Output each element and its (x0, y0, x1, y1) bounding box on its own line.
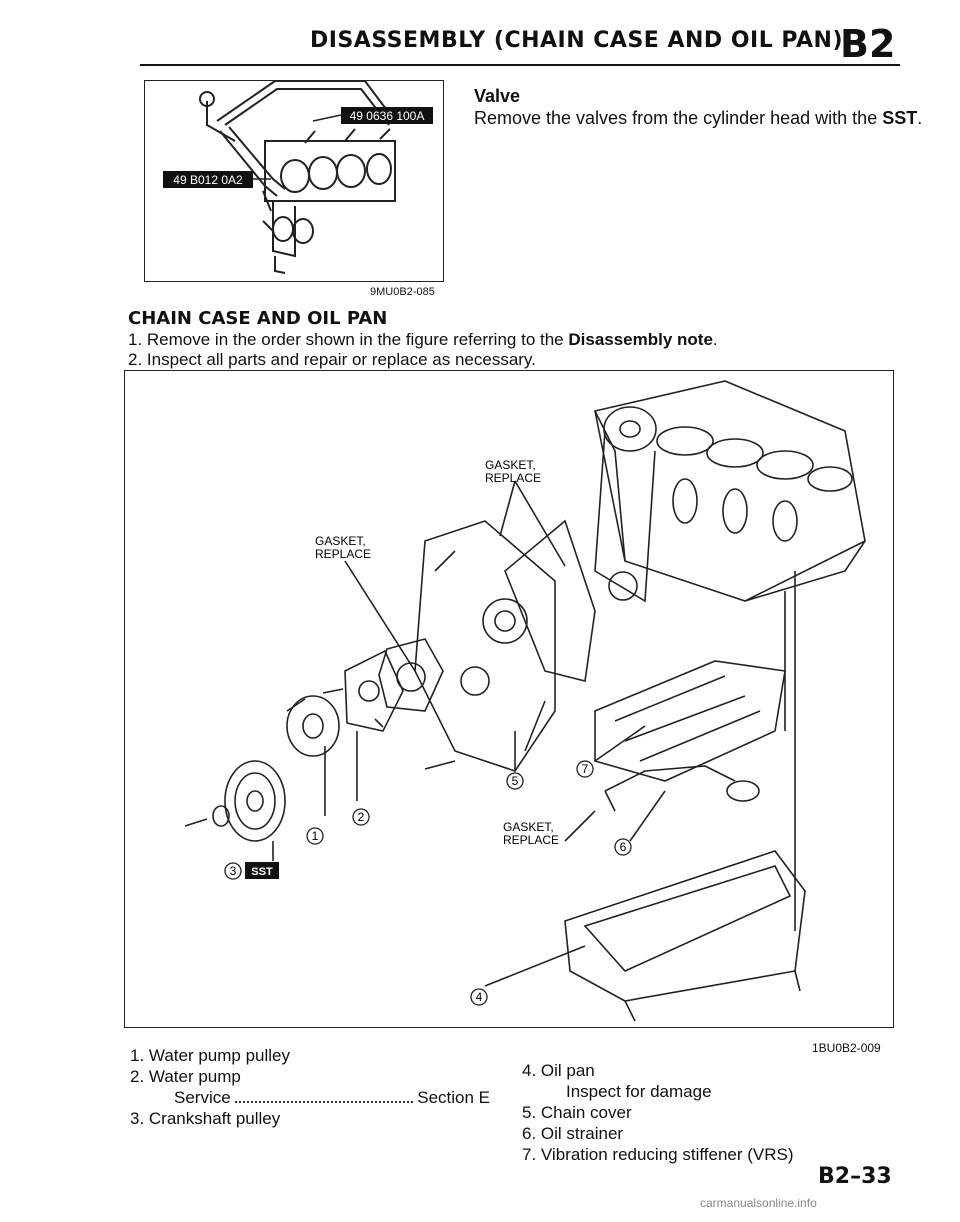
legend-item-1: 1. Water pump pulley (130, 1046, 290, 1065)
step-1: 1. Remove in the order shown in the figu… (128, 330, 718, 350)
legend-item-6: 6. Oil strainer (522, 1124, 624, 1143)
gasket-label-3-line2: REPLACE (503, 833, 559, 847)
legend-left: 1. Water pump pulley 2. Water pump Servi… (130, 1045, 490, 1129)
exploded-view-illustration: GASKET, REPLACE GASKET, REPLACE GASKET, … (124, 370, 894, 1028)
main-figure-code: 1BU0B2-009 (812, 1041, 881, 1055)
gasket-label-2-line2: REPLACE (315, 547, 371, 561)
callout-4: 4 (476, 990, 483, 1004)
gasket-label-1-line2: REPLACE (485, 471, 541, 485)
legend-item-7: 7. Vibration reducing stiffener (VRS) (522, 1145, 794, 1164)
valve-figure-code: 9MU0B2-085 (370, 286, 435, 298)
sst-label-1: 49 0636 100A (350, 109, 425, 123)
valve-instruction-text: Remove the valves from the cylinder head… (474, 108, 883, 128)
sst-label-2: 49 B012 0A2 (173, 173, 243, 187)
valve-instruction: Remove the valves from the cylinder head… (474, 108, 922, 129)
callout-5: 5 (512, 774, 519, 788)
legend-item-4: 4. Oil pan (522, 1061, 595, 1080)
legend-item-2: 2. Water pump (130, 1067, 241, 1086)
header-rule (140, 64, 900, 66)
legend-item-3: 3. Crankshaft pulley (130, 1109, 281, 1128)
callout-1: 1 (312, 829, 319, 843)
page-number: B2–33 (818, 1164, 892, 1189)
dot-leader (234, 1087, 414, 1103)
legend-item-2-sub: Service (174, 1088, 231, 1107)
sst-tag: SST (251, 866, 273, 878)
callout-7: 7 (582, 762, 589, 776)
gasket-label-1-line1: GASKET, (485, 458, 536, 472)
legend-right: 4. Oil pan Inspect for damage 5. Chain c… (522, 1060, 842, 1165)
callout-3: 3 (230, 864, 237, 878)
step-1-end: . (712, 330, 718, 349)
step-2: 2. Inspect all parts and repair or repla… (128, 350, 536, 369)
valve-removal-illustration: 49 0636 100A 49 B012 0A2 (144, 80, 444, 282)
page-header-title: DISASSEMBLY (CHAIN CASE AND OIL PAN) (310, 28, 844, 53)
valve-instruction-end: . (917, 108, 923, 128)
legend-item-2-ref: Section E (417, 1088, 490, 1107)
legend-item-2-service: Service Section E (130, 1087, 490, 1108)
gasket-label-2-line1: GASKET, (315, 534, 366, 548)
section-title: CHAIN CASE AND OIL PAN (128, 308, 388, 329)
section-code: B2 (840, 22, 896, 66)
step-1-bold: Disassembly note (568, 330, 713, 349)
step-1-text: 1. Remove in the order shown in the figu… (128, 330, 569, 349)
legend-item-5: 5. Chain cover (522, 1103, 632, 1122)
watermark: carmanualsonline.info (700, 1196, 817, 1210)
legend-item-4-sub: Inspect for damage (566, 1082, 712, 1101)
callout-6: 6 (620, 840, 627, 854)
valve-heading: Valve (474, 86, 521, 106)
callout-2: 2 (358, 810, 365, 824)
gasket-label-3-line1: GASKET, (503, 820, 554, 834)
valve-instruction-sst: SST (882, 108, 918, 128)
